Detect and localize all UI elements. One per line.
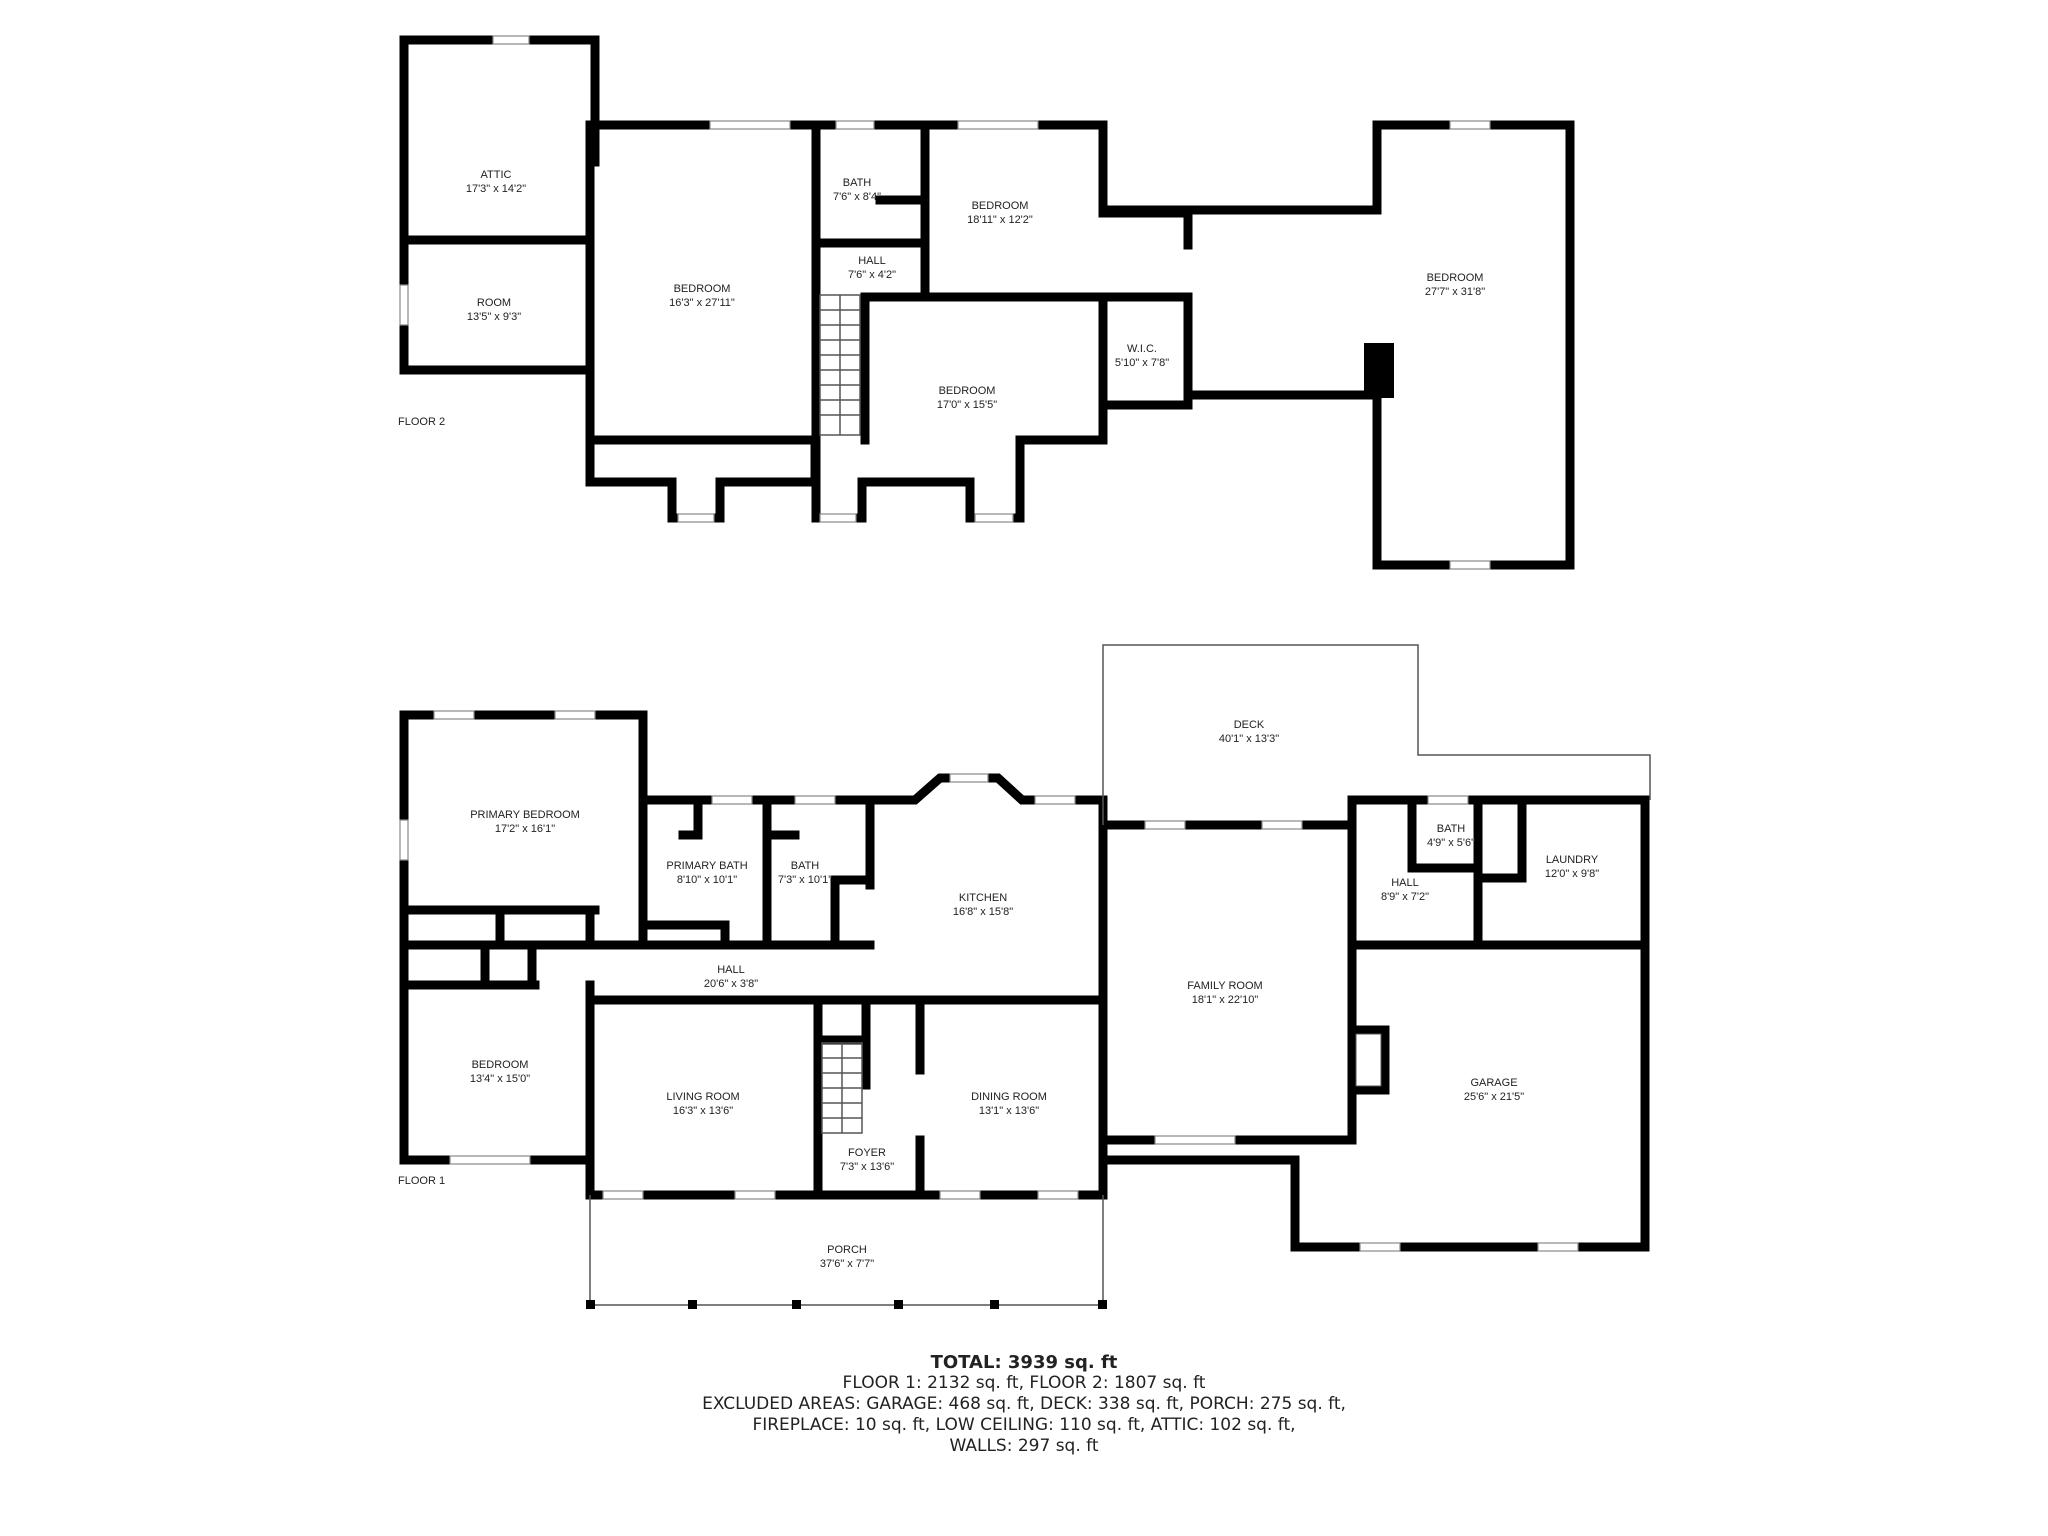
floor-1-walls <box>399 644 1651 1309</box>
room-wic: W.I.C.5'10" x 7'8" <box>1114 343 1170 369</box>
floor-2-walls <box>399 35 1575 570</box>
walls-area: WALLS: 297 sq. ft <box>949 1436 1099 1456</box>
area-summary: TOTAL: 3939 sq. ft FLOOR 1: 2132 sq. ft,… <box>0 1352 2048 1457</box>
excluded-areas-line-2: FIREPLACE: 10 sq. ft, LOW CEILING: 110 s… <box>752 1415 1296 1435</box>
excluded-areas-line-1: EXCLUDED AREAS: GARAGE: 468 sq. ft, DECK… <box>702 1394 1346 1414</box>
total-area: TOTAL: 3939 sq. ft <box>930 1352 1118 1373</box>
floor-2-label: FLOOR 2 <box>398 416 446 428</box>
floor-areas: FLOOR 1: 2132 sq. ft, FLOOR 2: 1807 sq. … <box>842 1373 1206 1393</box>
floor-1-label: FLOOR 1 <box>398 1175 446 1187</box>
